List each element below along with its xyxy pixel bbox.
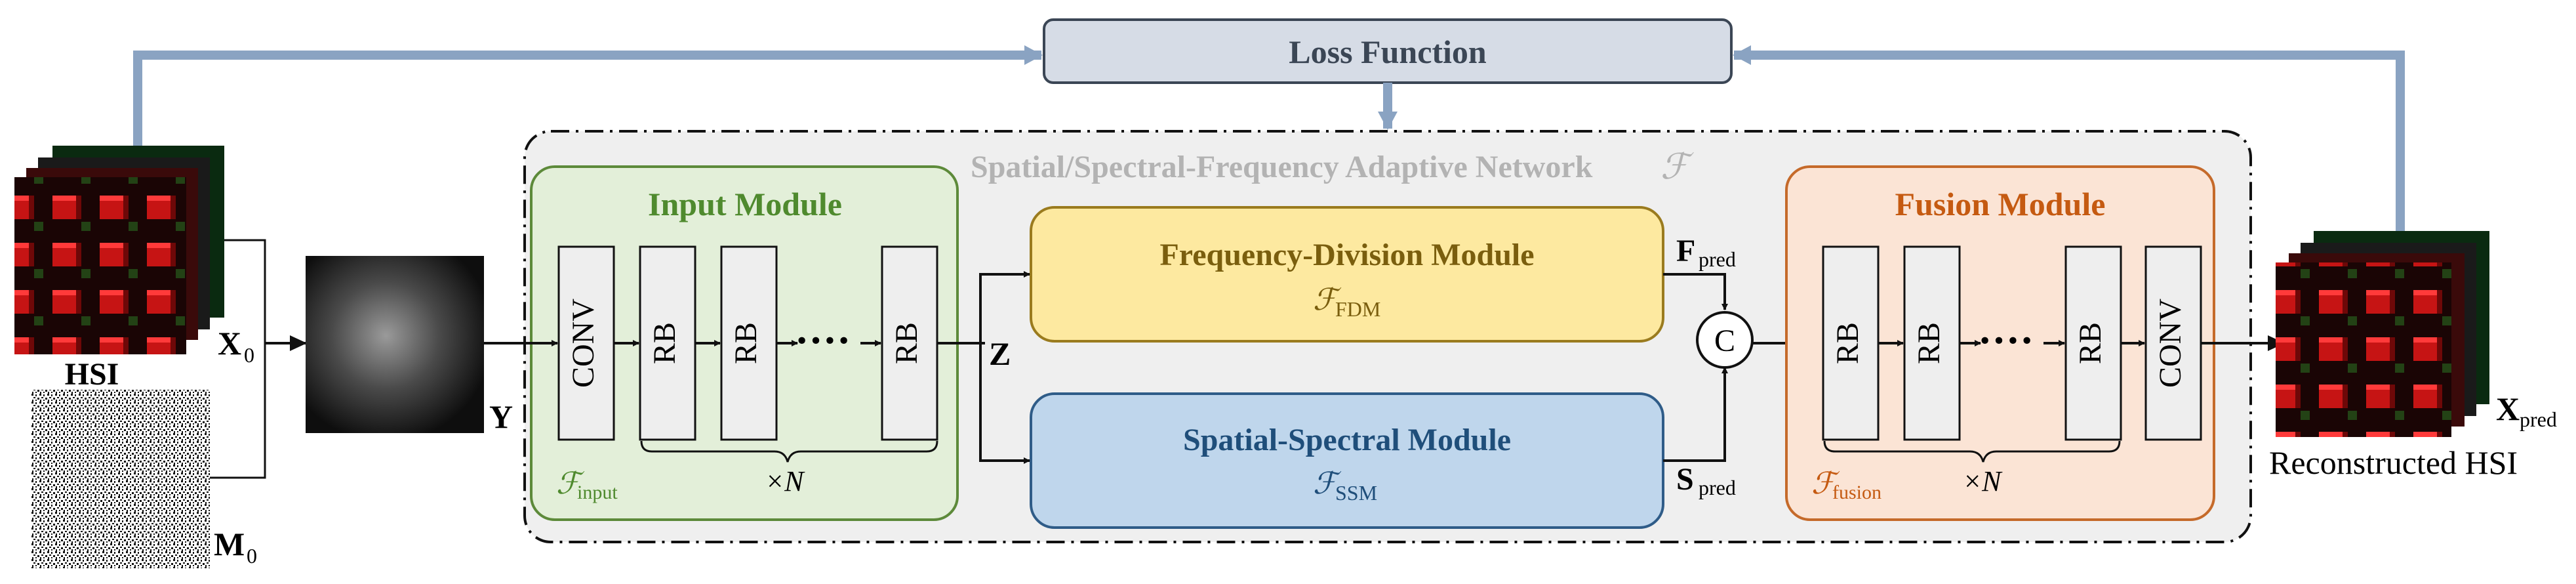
spred-label: S pred [1676, 462, 1736, 499]
fusion-ellipsis: ···· [1978, 317, 2034, 364]
ssm-title: Spatial-Spectral Module [1183, 423, 1511, 457]
input-rb-block-2: RB [720, 245, 778, 441]
fusion-module-title: Fusion Module [1895, 186, 2106, 222]
reconstructed-hsi-label: Reconstructed HSI [2269, 444, 2518, 481]
svg-text:fusion: fusion [1832, 482, 1882, 503]
svg-text:X: X [218, 325, 241, 362]
input-repeat-brace [640, 440, 938, 463]
fdm-title: Frequency-Division Module [1159, 238, 1534, 272]
svg-text:RB: RB [1830, 322, 1865, 364]
svg-text:F: F [1676, 234, 1695, 268]
input-rb-block-1: RB [639, 245, 696, 441]
feedback-arrow-pred [1733, 45, 2405, 231]
input-bracket [210, 239, 266, 479]
fpred-to-concat-arrow [1663, 273, 1728, 310]
svg-text:RB: RB [647, 322, 682, 364]
svg-text:CONV: CONV [566, 299, 601, 388]
svg-text:RB: RB [729, 322, 763, 364]
measurement-image [306, 256, 484, 433]
input-module-title: Input Module [648, 186, 842, 222]
svg-text:S: S [1676, 462, 1694, 497]
m0-label: M 0 [214, 526, 257, 568]
xpred-label: X pred [2496, 390, 2557, 431]
svg-text:0: 0 [244, 343, 254, 367]
y-label: Y [489, 398, 513, 435]
input-conv-block: CONV [557, 245, 615, 441]
svg-text:C: C [1714, 323, 1735, 358]
input-rb-block-n: RB [881, 245, 938, 441]
z-label: Z [989, 335, 1011, 372]
spred-to-concat-arrow [1663, 367, 1728, 462]
fusion-rb-block-2: RB [1903, 245, 1961, 441]
svg-text:RB: RB [1912, 322, 1946, 364]
svg-text:0: 0 [247, 544, 257, 568]
svg-text:SSM: SSM [1335, 481, 1377, 505]
svg-text:pred: pred [1699, 247, 1736, 271]
svg-text:FDM: FDM [1335, 297, 1380, 321]
network-title: Spatial/Spectral-Frequency Adaptive Netw… [971, 150, 1593, 184]
svg-text:pred: pred [2520, 407, 2557, 431]
svg-text:RB: RB [889, 322, 924, 364]
loss-function-label: Loss Function [1289, 33, 1487, 70]
fpred-label: F pred [1676, 234, 1736, 271]
svg-text:X: X [2496, 390, 2520, 427]
fusion-rb-block-1: RB [1822, 245, 1880, 441]
fdm-function-label: ℱ FDM [1313, 283, 1380, 321]
ssm-function-label: ℱ SSM [1313, 467, 1377, 505]
x0-label: X 0 [218, 325, 254, 367]
fusion-function-label: ℱ fusion [1811, 467, 1882, 503]
fdm-box [1030, 206, 1664, 343]
feedback-arrow-gt [133, 45, 1043, 164]
svg-text:RB: RB [2073, 322, 2108, 364]
mask-image [31, 390, 210, 568]
fusion-conv-block: CONV [2144, 245, 2202, 441]
reconstructed-hsi-image [2276, 231, 2489, 437]
fusion-repeat-brace [1823, 440, 2121, 463]
ssm-box [1030, 392, 1664, 529]
fusion-rb-block-n: RB [2064, 245, 2122, 441]
z-to-ssm-arrow [979, 343, 1030, 464]
hsi-cube-image [14, 146, 224, 354]
fusion-repeat-label: ×N [1962, 465, 2003, 497]
svg-text:input: input [577, 482, 618, 503]
hsi-label: HSI [65, 357, 119, 392]
input-ellipsis: ···· [795, 317, 851, 364]
z-to-fdm-arrow [979, 271, 1030, 343]
svg-text:pred: pred [1699, 476, 1736, 499]
concat-node: C [1696, 311, 1754, 369]
svg-text:M: M [214, 526, 245, 562]
svg-text:CONV: CONV [2153, 299, 2188, 388]
input-repeat-label: ×N [765, 465, 805, 497]
